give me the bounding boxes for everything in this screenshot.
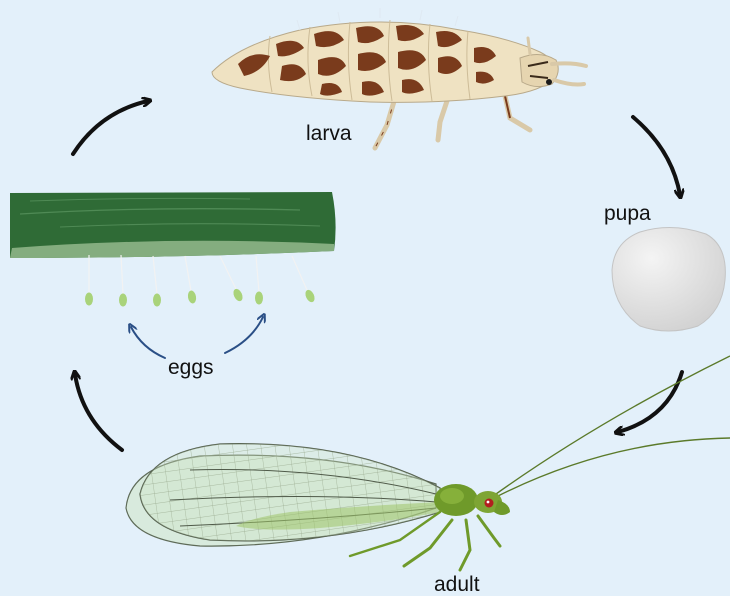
egg-icon — [292, 256, 316, 304]
eggs-label: eggs — [168, 357, 214, 378]
adult-lacewing-icon — [126, 356, 730, 570]
eggs-pointer-arrow-left — [131, 327, 165, 358]
larva-label: larva — [306, 123, 352, 144]
arrow-adult-to-eggs — [75, 374, 122, 450]
arrow-eggs-to-larva — [73, 101, 148, 154]
egg-icon — [119, 255, 127, 307]
egg-icon — [220, 256, 244, 303]
arrow-pupa-to-adult — [618, 372, 682, 432]
larva-icon — [212, 8, 586, 148]
leaf-icon — [10, 192, 336, 258]
eggs-pointer-arrow-right — [225, 317, 263, 353]
pupa-icon — [612, 227, 725, 331]
egg-icon — [85, 255, 93, 306]
adult-label: adult — [434, 574, 480, 595]
egg-icon — [185, 256, 197, 304]
arrow-larva-to-pupa — [633, 117, 680, 195]
egg-icon — [255, 256, 263, 305]
eggs-group — [85, 255, 316, 307]
egg-icon — [153, 256, 161, 307]
pupa-label: pupa — [604, 203, 651, 224]
